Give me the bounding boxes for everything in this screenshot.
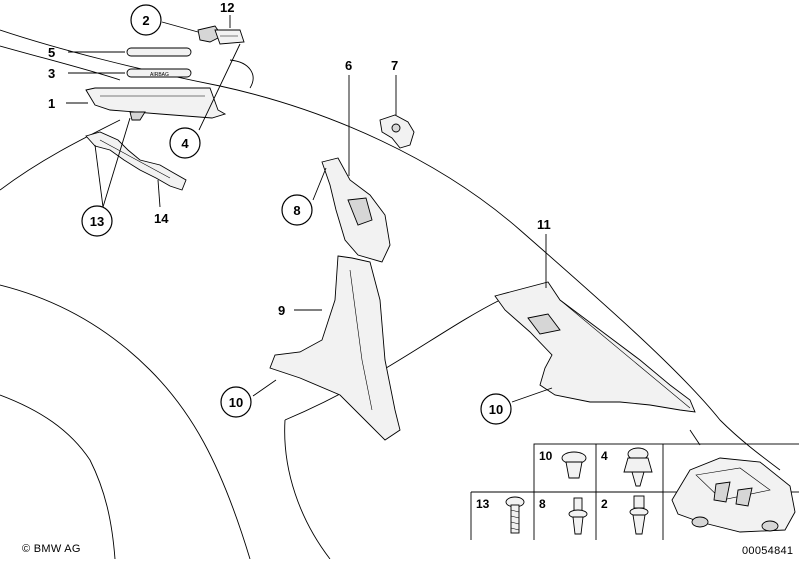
part-3-airbag-emblem[interactable]: AIRBAG xyxy=(126,68,192,78)
callout-10-right: 10 xyxy=(489,402,503,417)
table-label-4: 4 xyxy=(601,449,608,463)
callout-2: 2 xyxy=(142,13,149,28)
airbag-emblem-text: AIRBAG xyxy=(150,72,169,78)
callout-4: 4 xyxy=(181,136,189,151)
callout-9: 9 xyxy=(278,303,285,318)
callout-11: 11 xyxy=(537,217,551,232)
circled-callouts: 2 4 13 8 10 10 xyxy=(81,4,512,425)
callout-1: 1 xyxy=(48,96,55,111)
part-12-bracket[interactable] xyxy=(214,29,245,45)
callout-10a-circle: 10 xyxy=(220,386,252,418)
fastener-table: 10 4 13 8 2 xyxy=(470,443,799,540)
callout-12: 12 xyxy=(220,0,234,15)
callout-13-circle: 13 xyxy=(81,205,113,237)
fastener-2-clip-icon xyxy=(629,495,649,535)
fastener-8-pin-icon xyxy=(568,497,588,535)
table-label-2: 2 xyxy=(601,497,608,511)
callout-2-circle: 2 xyxy=(130,4,162,36)
fastener-4-clip-icon xyxy=(623,447,653,487)
fastener-10-clip-icon xyxy=(561,451,587,479)
table-label-8: 8 xyxy=(539,497,546,511)
car-body-outline xyxy=(0,29,781,560)
callout-3: 3 xyxy=(48,66,55,81)
part-9-b-pillar-lower[interactable] xyxy=(269,255,401,441)
car-thumbnail-icon xyxy=(671,457,796,533)
part-7-clip[interactable] xyxy=(379,114,415,149)
fastener-13-screw-icon xyxy=(505,496,525,534)
callout-7: 7 xyxy=(391,58,398,73)
callout-13: 13 xyxy=(90,214,104,229)
callout-6: 6 xyxy=(345,58,352,73)
part-14-bracket-assembly[interactable] xyxy=(85,131,187,191)
diagram-number: 00054841 xyxy=(742,545,793,557)
callout-10b-circle: 10 xyxy=(480,393,512,425)
callout-4-circle: 4 xyxy=(169,127,201,159)
callout-8-circle: 8 xyxy=(281,194,313,226)
leader-lines xyxy=(66,15,553,403)
callout-labels: 5 3 1 12 6 7 14 9 11 xyxy=(48,0,551,318)
table-label-13: 13 xyxy=(476,497,490,511)
table-label-10: 10 xyxy=(539,449,553,463)
callout-5: 5 xyxy=(48,45,55,60)
callout-10-left: 10 xyxy=(229,395,243,410)
part-5-trim-strip[interactable] xyxy=(126,47,192,57)
callout-8: 8 xyxy=(293,203,300,218)
copyright-label: © BMW AG xyxy=(22,543,81,555)
part-6-b-pillar-upper[interactable] xyxy=(321,157,391,263)
callout-14: 14 xyxy=(154,211,169,226)
part-11-c-pillar-trim[interactable] xyxy=(494,281,696,413)
part-1-a-pillar-trim[interactable] xyxy=(85,87,227,121)
